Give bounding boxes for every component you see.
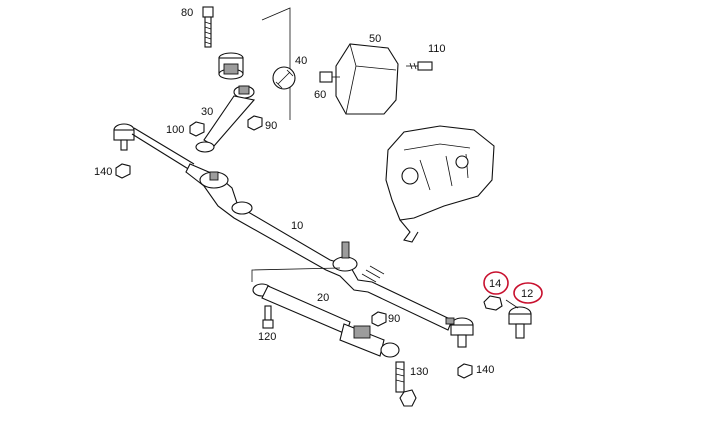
nut-90-lower[interactable]	[371, 311, 387, 327]
bracket-frame	[261, 7, 291, 120]
callout-90-upper: 90	[265, 120, 277, 132]
nut-140-right[interactable]	[457, 363, 473, 379]
callout-14: 14	[489, 278, 501, 290]
cover-50[interactable]	[335, 43, 399, 115]
callout-140-left: 140	[94, 166, 112, 178]
callout-120: 120	[258, 331, 276, 343]
callout-60: 60	[314, 89, 326, 101]
callout-20: 20	[317, 292, 329, 304]
nut-140-left[interactable]	[115, 163, 131, 179]
callout-140-right: 140	[476, 364, 494, 376]
callout-110: 110	[428, 43, 446, 55]
steering-gearbox[interactable]	[385, 125, 495, 243]
callout-80: 80	[181, 7, 193, 19]
callout-30: 30	[201, 106, 213, 118]
callout-40: 40	[295, 55, 307, 67]
bolt-80[interactable]	[202, 6, 214, 48]
wrench-icon	[272, 66, 296, 90]
callout-12: 12	[521, 288, 533, 300]
tie-rod-end-right[interactable]	[445, 317, 474, 348]
nut-14[interactable]	[483, 295, 503, 311]
bushing-40[interactable]	[218, 52, 244, 80]
callout-90-lower: 90	[388, 313, 400, 325]
pitman-arm-30[interactable]	[195, 85, 256, 153]
callout-100: 100	[166, 124, 184, 136]
bolt-130[interactable]	[395, 361, 417, 407]
nut-90-upper[interactable]	[247, 115, 263, 131]
center-link-10[interactable]	[185, 163, 453, 331]
clip-60[interactable]	[319, 71, 340, 83]
nut-100[interactable]	[189, 121, 205, 137]
damper-bracket-line	[251, 267, 341, 282]
highlight-ring-12	[513, 282, 543, 304]
steering-damper-20[interactable]	[252, 283, 400, 358]
bolt-120[interactable]	[262, 305, 274, 329]
callout-130: 130	[410, 366, 428, 378]
callout-10: 10	[291, 220, 303, 232]
highlight-ring-14	[483, 271, 509, 295]
tie-rod-end-left[interactable]	[113, 123, 195, 171]
screw-110[interactable]	[406, 61, 433, 71]
ball-joint-12[interactable]	[505, 299, 532, 339]
callout-50: 50	[369, 33, 381, 45]
